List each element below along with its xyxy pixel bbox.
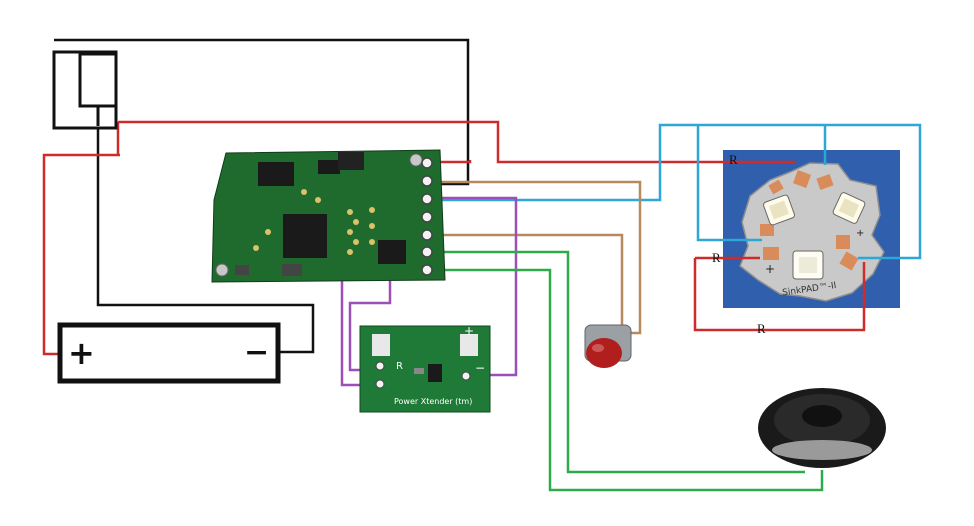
resistor-label-3: R bbox=[757, 321, 766, 336]
wire-green-speaker-1 bbox=[430, 250, 805, 474]
wire-red-board-out bbox=[430, 160, 472, 164]
controller-board bbox=[211, 149, 446, 283]
copper-pads bbox=[760, 170, 859, 271]
resistor-label-2: R bbox=[712, 250, 721, 265]
power-xtender-board: + − R Power Xtender (tm) bbox=[359, 324, 491, 413]
resistor-label-1: R bbox=[729, 152, 738, 167]
small-ic-3 bbox=[318, 160, 340, 174]
battery-plus-label: + bbox=[68, 334, 95, 372]
wire-blue-inner-left bbox=[696, 125, 762, 242]
pad-minus-label: − bbox=[475, 361, 485, 375]
wire-red-battery-pos bbox=[42, 153, 120, 356]
connector-pins bbox=[421, 157, 433, 276]
small-ic-2 bbox=[378, 240, 406, 264]
wire-blue-board-to-led bbox=[430, 123, 922, 260]
wire-black-switch-loop bbox=[54, 38, 470, 186]
battery: + − bbox=[57, 322, 281, 384]
main-ic bbox=[283, 214, 327, 258]
component-2 bbox=[235, 265, 249, 275]
wire-brown-button-1 bbox=[430, 180, 642, 335]
power-board-name: Power Xtender (tm) bbox=[394, 397, 472, 406]
power-resistor-label: R bbox=[396, 361, 403, 372]
led-star-board: SinkPAD™-II + + bbox=[723, 150, 900, 308]
wire-red-switch-to-board bbox=[118, 120, 795, 164]
svg-text:+: + bbox=[765, 262, 775, 276]
component-1 bbox=[282, 264, 302, 276]
svg-text:+: + bbox=[856, 228, 864, 239]
inductor bbox=[338, 152, 364, 170]
small-ic-1 bbox=[258, 162, 294, 186]
led-emitter-2 bbox=[832, 192, 866, 224]
wire-red-led-bottom bbox=[693, 258, 866, 332]
led-emitter-1 bbox=[763, 194, 795, 226]
pad-plus-label: + bbox=[464, 324, 474, 338]
resistor-labels: R R R bbox=[712, 152, 766, 336]
battery-minus-label: − bbox=[244, 335, 269, 370]
led-emitter-3 bbox=[792, 250, 824, 280]
wire-black-battery-neg bbox=[96, 108, 315, 354]
slide-switch bbox=[52, 50, 118, 130]
wire-brown-button-2 bbox=[430, 233, 624, 325]
wire-green-speaker-2 bbox=[430, 268, 824, 492]
speaker bbox=[758, 388, 886, 468]
push-button bbox=[584, 324, 632, 368]
